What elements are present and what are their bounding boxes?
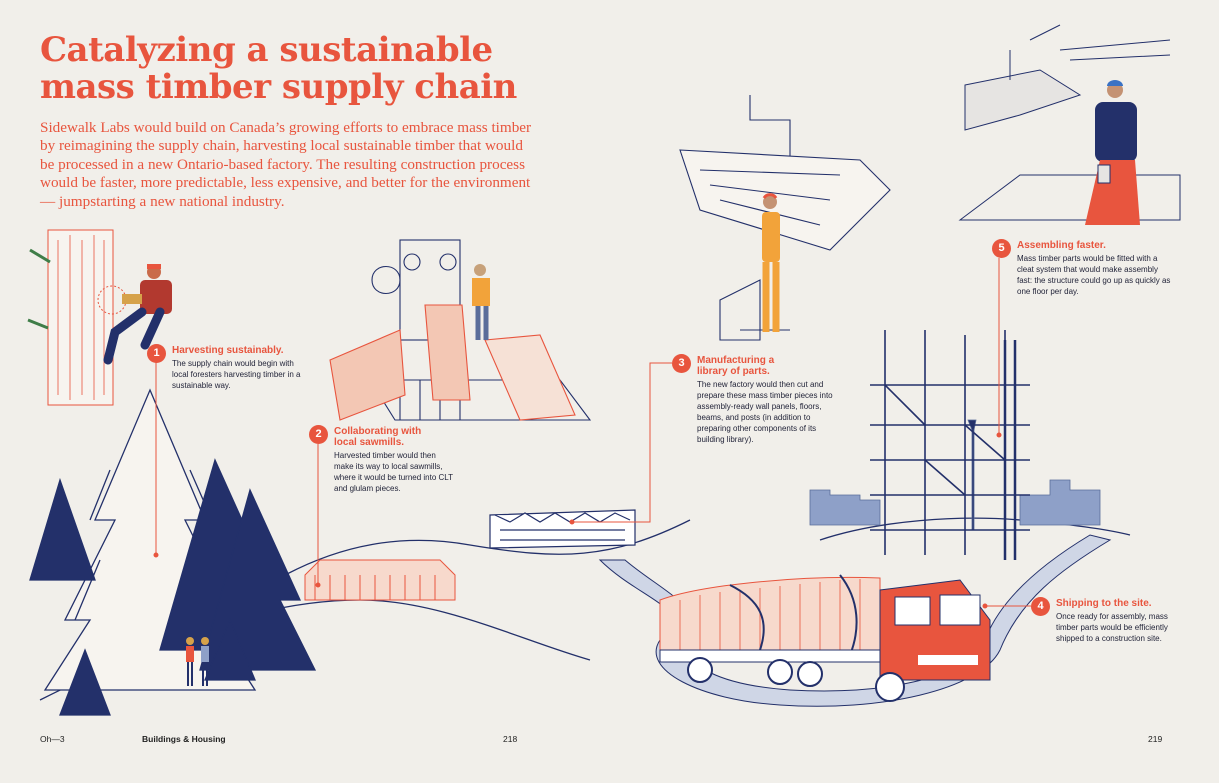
- step-heading: Harvesting sustainably.: [172, 345, 284, 356]
- factory-worker-illustration: [762, 193, 780, 332]
- sawmill-building-illustration: [304, 559, 456, 601]
- step-heading: Assembling faster.: [1017, 240, 1106, 251]
- page-number-left: 218: [503, 734, 518, 744]
- step-number-badge: 1: [147, 344, 166, 363]
- step-number-badge: 5: [992, 239, 1011, 258]
- step-body: The supply chain would begin with local …: [172, 359, 301, 390]
- step-heading: Collaborating with local sawmills.: [334, 426, 422, 448]
- step-body: The new factory would then cut and prepa…: [697, 380, 833, 444]
- tree-trunk-illustration: [27, 229, 127, 406]
- footer-chapter-label: Buildings & Housing: [142, 734, 226, 744]
- forest-illustration: [29, 388, 317, 716]
- intro-paragraph: Sidewalk Labs would build on Canada’s gr…: [40, 119, 532, 210]
- factory-illustration: [489, 509, 636, 549]
- timber-tower-illustration: [870, 330, 1030, 560]
- foresters-illustration: [186, 637, 209, 686]
- step-heading: Shipping to the site.: [1056, 598, 1152, 609]
- truck-illustration: [659, 574, 991, 702]
- lumberjack-illustration: [103, 264, 172, 365]
- factory-robot-illustration: [679, 95, 891, 341]
- page-number-right: 219: [1148, 734, 1163, 744]
- timber-logs-illustration: [329, 304, 576, 421]
- sawmill-worker-illustration: [472, 264, 490, 340]
- page-title: Catalyzing a sustainable mass timber sup…: [40, 32, 560, 106]
- step-body: Harvested timber would then make its way…: [334, 451, 453, 493]
- skyline-illustration: [809, 419, 1101, 530]
- assembly-illustration: [958, 24, 1181, 225]
- step-number-badge: 2: [309, 425, 328, 444]
- callout-connectors: [153, 258, 1031, 609]
- footer-section-label: Oh—3: [40, 734, 65, 744]
- title-line-2: mass timber supply chain: [40, 67, 517, 107]
- step-body: Once ready for assembly, mass timber par…: [1056, 612, 1168, 643]
- step-number-badge: 3: [672, 354, 691, 373]
- step-body: Mass timber parts would be fitted with a…: [1017, 254, 1171, 296]
- step-number-badge: 4: [1031, 597, 1050, 616]
- step-heading: Manufacturing a library of parts.: [697, 355, 775, 377]
- title-line-1: Catalyzing a sustainable: [40, 30, 493, 70]
